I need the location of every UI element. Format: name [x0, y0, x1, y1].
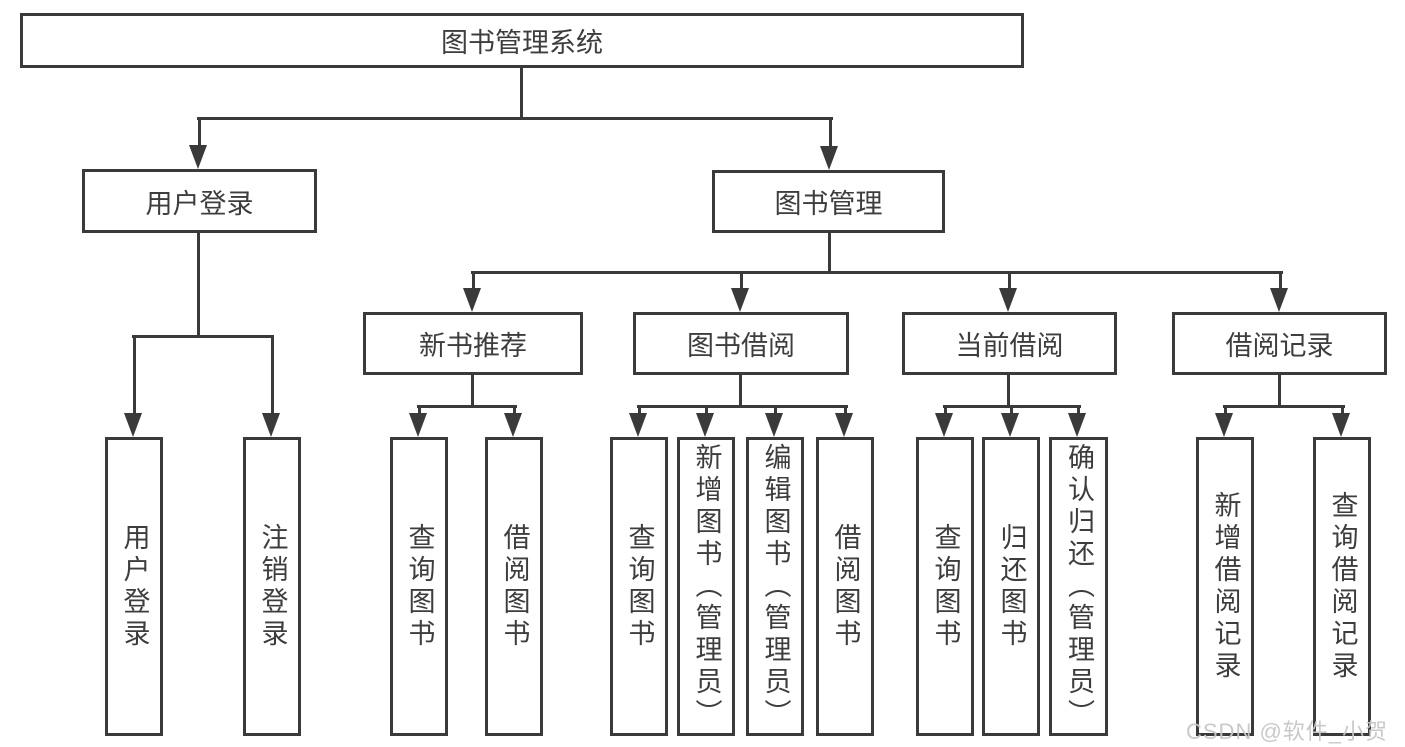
arrow-down-icon [463, 288, 481, 312]
arrow-down-icon [189, 145, 207, 169]
node-label: 新增借阅记录 [1210, 490, 1241, 683]
connector-line [417, 405, 517, 408]
connector-arrow-stem [472, 271, 475, 292]
node-label: 借阅图书 [830, 522, 861, 651]
node-label: 图书借阅 [687, 331, 795, 361]
connector-arrow-stem [638, 405, 641, 417]
connector-arrow-stem [513, 405, 516, 417]
connector-arrow-stem [271, 335, 274, 417]
node-label: 图书管理 [774, 189, 883, 219]
watermark: CSDN @软件_小贺同学 [1186, 719, 1389, 744]
connector-arrow-stem [944, 405, 947, 417]
connector-arrow-stem [1010, 405, 1013, 417]
arrow-down-icon [1332, 413, 1350, 437]
arrow-down-icon [765, 413, 783, 437]
node-new-book-recommend: 新书推荐 [363, 312, 583, 375]
arrow-down-icon [629, 413, 647, 437]
arrow-down-icon [124, 413, 142, 437]
arrow-down-icon [835, 413, 853, 437]
connector-arrow-stem [133, 335, 136, 417]
arrow-down-icon [731, 288, 749, 312]
node-label: 借阅图书 [499, 522, 530, 651]
leaf-query-book-recommend: 查询图书 [390, 437, 448, 736]
node-library-management-system: 图书管理系统 [20, 13, 1024, 68]
node-label: 当前借阅 [955, 331, 1064, 361]
leaf-confirm-return-admin: 确认归还（管理员） [1049, 437, 1108, 736]
connector-arrow-stem [1279, 271, 1282, 292]
leaf-edit-book-admin: 编辑图书（管理员） [746, 437, 804, 736]
leaf-add-borrow-record: 新增借阅记录 [1196, 437, 1254, 736]
connector-line [1223, 405, 1345, 408]
arrow-down-icon [262, 413, 280, 437]
node-label: 确认归还（管理员） [1064, 442, 1094, 731]
arrow-down-icon [409, 413, 427, 437]
connector-arrow-stem [418, 405, 421, 417]
leaf-borrow-book: 借阅图书 [816, 437, 874, 736]
node-label: 查询借阅记录 [1327, 490, 1358, 683]
node-user-login: 用户登录 [82, 169, 317, 233]
leaf-user-login: 用户登录 [105, 437, 163, 736]
arrow-down-icon [820, 146, 838, 170]
arrow-down-icon [1068, 413, 1086, 437]
connector-arrow-stem [705, 405, 708, 417]
connector-arrow-stem [829, 117, 832, 150]
node-label: 编辑图书（管理员） [760, 442, 791, 731]
arrow-down-icon [696, 413, 714, 437]
node-label: 用户登录 [119, 522, 150, 651]
connector-line [520, 68, 523, 120]
node-label: 借阅记录 [1225, 331, 1334, 361]
node-label: 查询图书 [404, 522, 435, 651]
connector-line [197, 233, 200, 337]
node-current-borrow: 当前借阅 [902, 312, 1117, 375]
leaf-query-book-borrow: 查询图书 [610, 437, 668, 736]
connector-line [1278, 375, 1281, 408]
arrow-down-icon [1215, 413, 1233, 437]
node-label: 新增图书（管理员） [691, 442, 722, 731]
connector-line [739, 375, 742, 408]
connector-arrow-stem [1341, 405, 1344, 417]
node-book-management: 图书管理 [712, 170, 945, 233]
leaf-logout: 注销登录 [243, 437, 301, 736]
node-label: 查询图书 [624, 522, 655, 651]
node-borrow-record: 借阅记录 [1172, 312, 1387, 375]
node-label: 用户登录 [145, 188, 254, 219]
connector-arrow-stem [198, 117, 201, 149]
arrow-down-icon [504, 413, 522, 437]
arrow-down-icon [999, 288, 1017, 312]
connector-line [471, 375, 474, 408]
node-label: 新书推荐 [419, 331, 527, 361]
leaf-query-borrow-record: 查询借阅记录 [1313, 437, 1371, 736]
connector-arrow-stem [844, 405, 847, 417]
node-book-borrow: 图书借阅 [633, 312, 849, 375]
leaf-query-book-current: 查询图书 [916, 437, 974, 736]
connector-arrow-stem [1077, 405, 1080, 417]
arrow-down-icon [1001, 413, 1019, 437]
connector-line [1007, 375, 1010, 408]
arrow-down-icon [1270, 288, 1288, 312]
node-label: 查询图书 [930, 522, 961, 651]
leaf-return-book: 归还图书 [982, 437, 1040, 736]
node-label: 注销登录 [257, 522, 288, 651]
arrow-down-icon [935, 413, 953, 437]
node-label: 图书管理系统 [441, 28, 603, 58]
connector-line [637, 405, 848, 408]
leaf-borrow-book-recommend: 借阅图书 [485, 437, 543, 736]
connector-arrow-stem [774, 405, 777, 417]
leaf-add-book-admin: 新增图书（管理员） [677, 437, 735, 736]
connector-line [471, 271, 1283, 274]
node-label: 归还图书 [996, 522, 1027, 651]
connector-line [132, 335, 274, 338]
connector-arrow-stem [740, 271, 743, 292]
connector-line [197, 117, 833, 120]
connector-arrow-stem [1008, 271, 1011, 292]
connector-arrow-stem [1224, 405, 1227, 417]
connector-line [828, 233, 831, 274]
